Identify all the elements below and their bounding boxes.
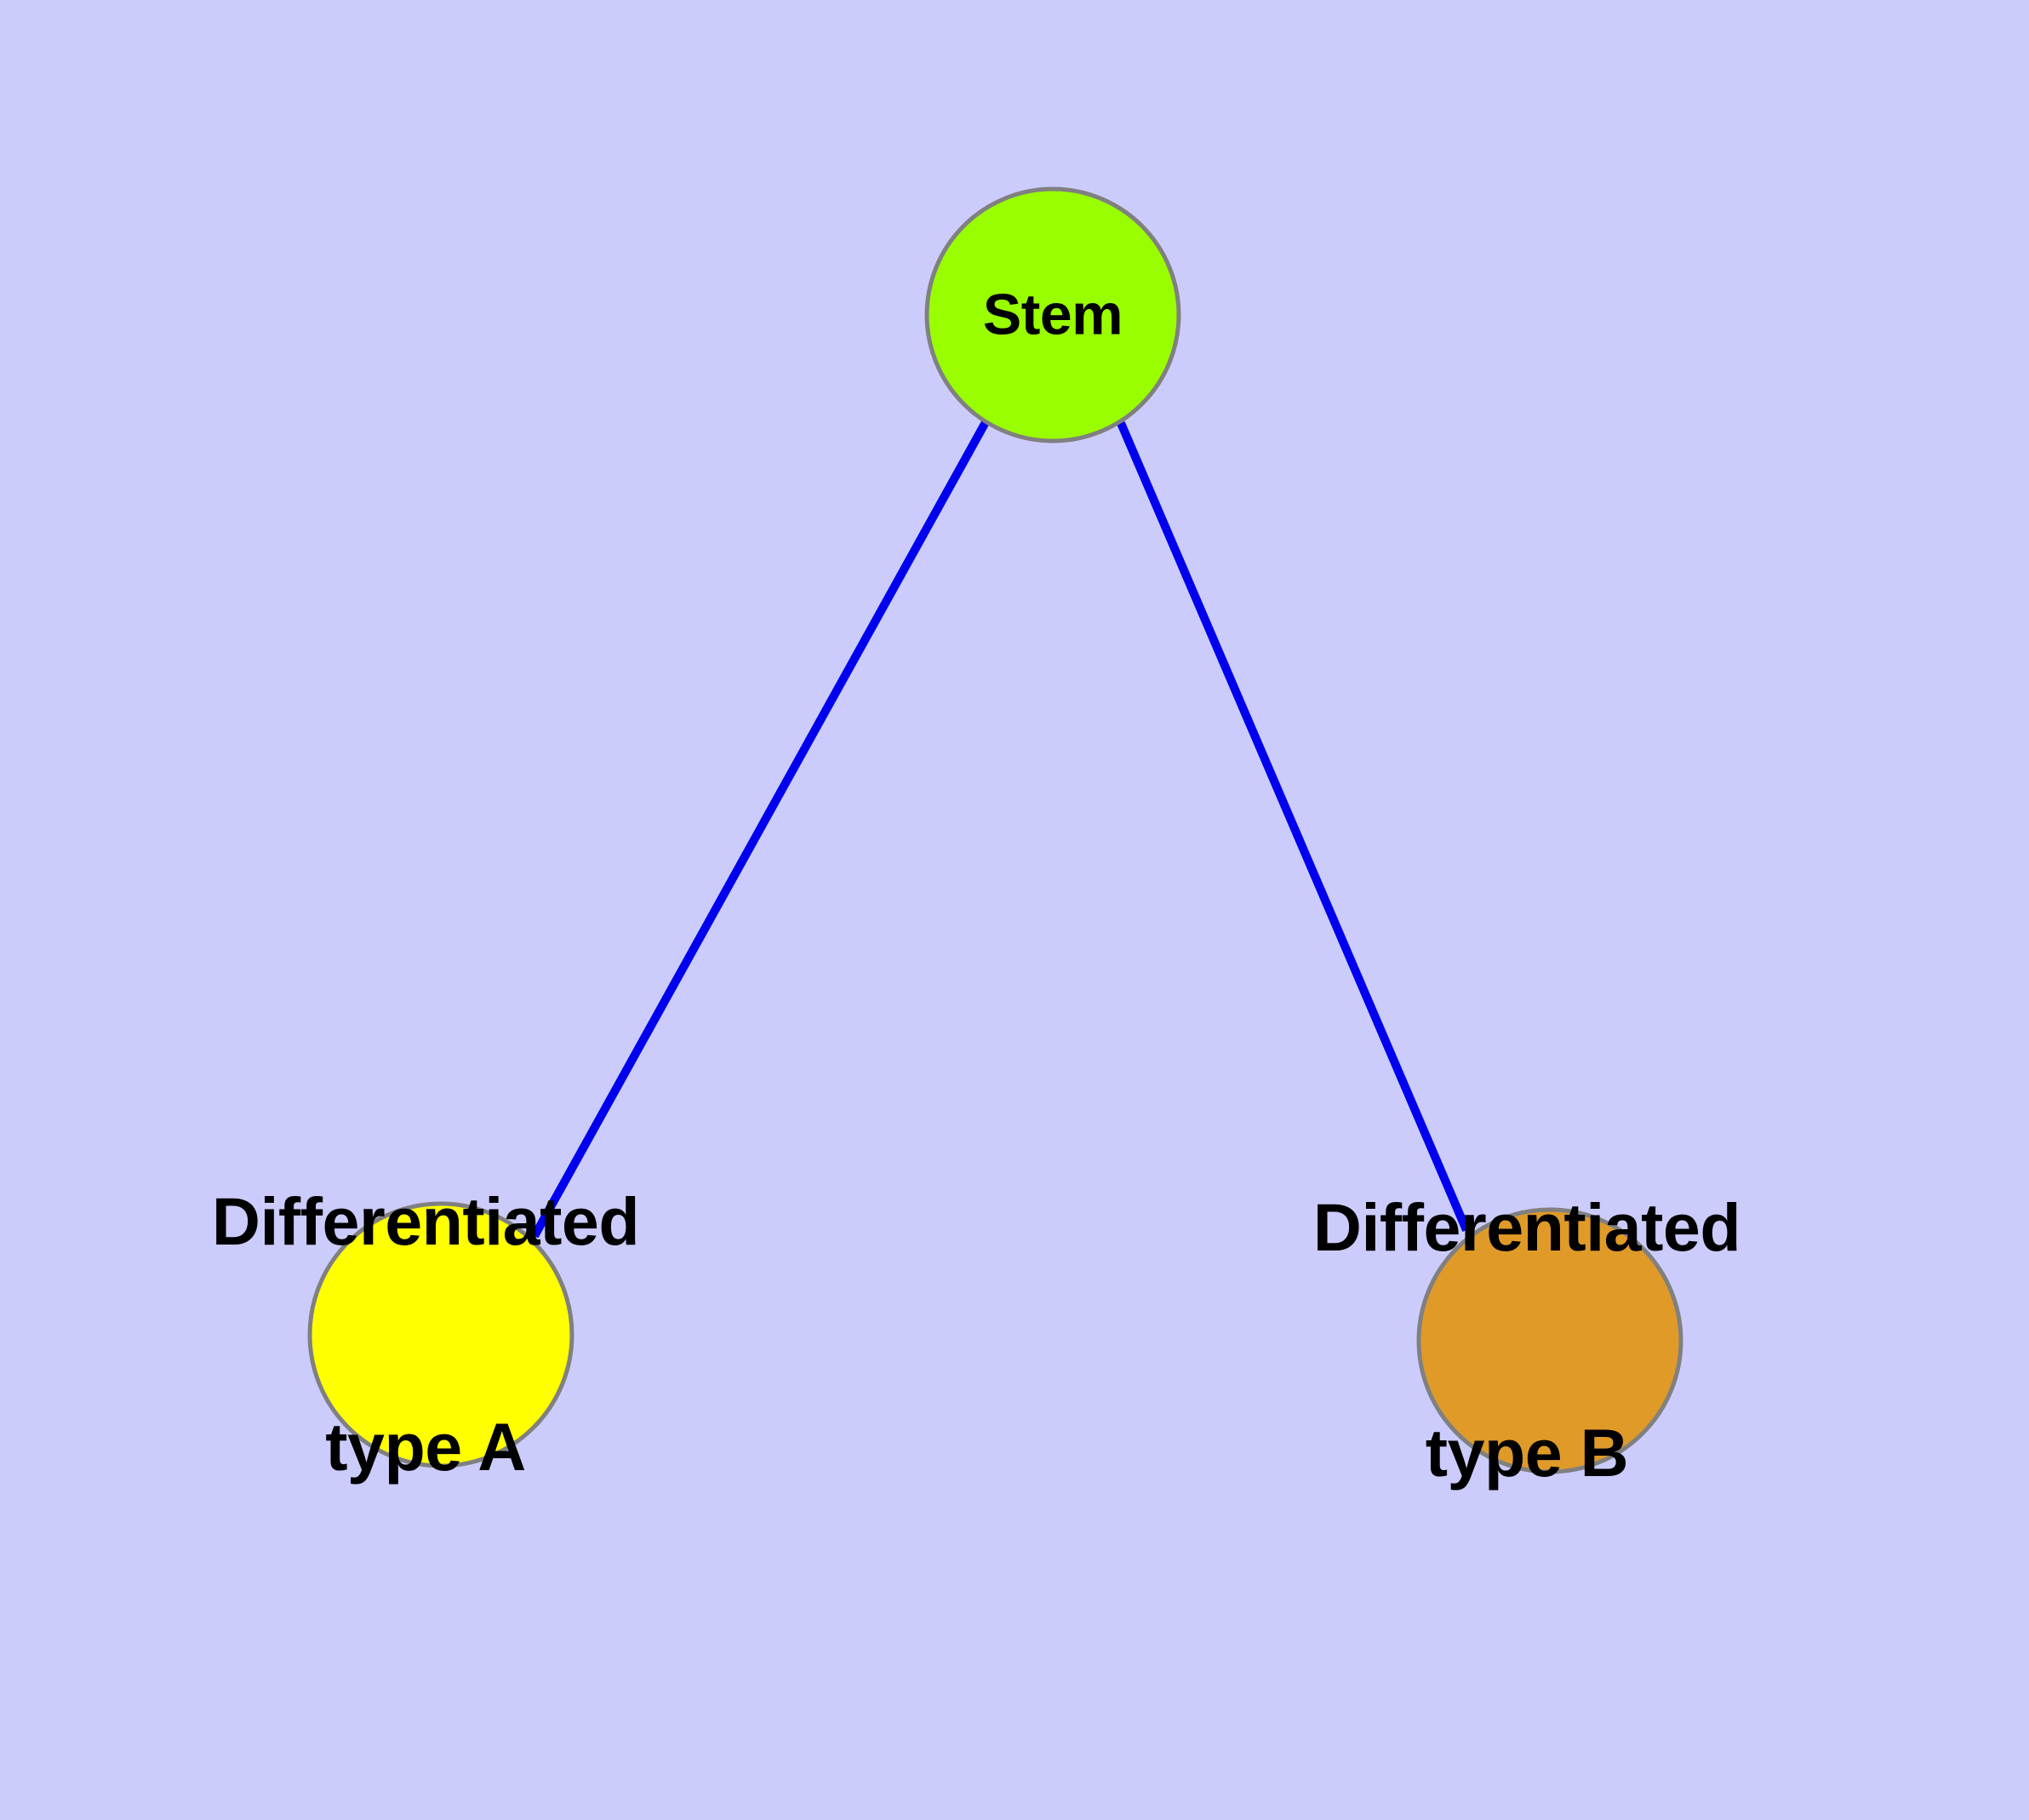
node-layer [307,186,1683,1474]
edge-stem-to-differentiated-type-b[interactable] [1117,421,1471,1232]
node-differentiated-type-b[interactable] [1416,1207,1683,1474]
node-stem[interactable] [924,186,1181,444]
edge-layer [530,420,1471,1239]
edge-stem-to-differentiated-type-a[interactable] [530,420,990,1239]
node-differentiated-type-a[interactable] [307,1201,574,1468]
